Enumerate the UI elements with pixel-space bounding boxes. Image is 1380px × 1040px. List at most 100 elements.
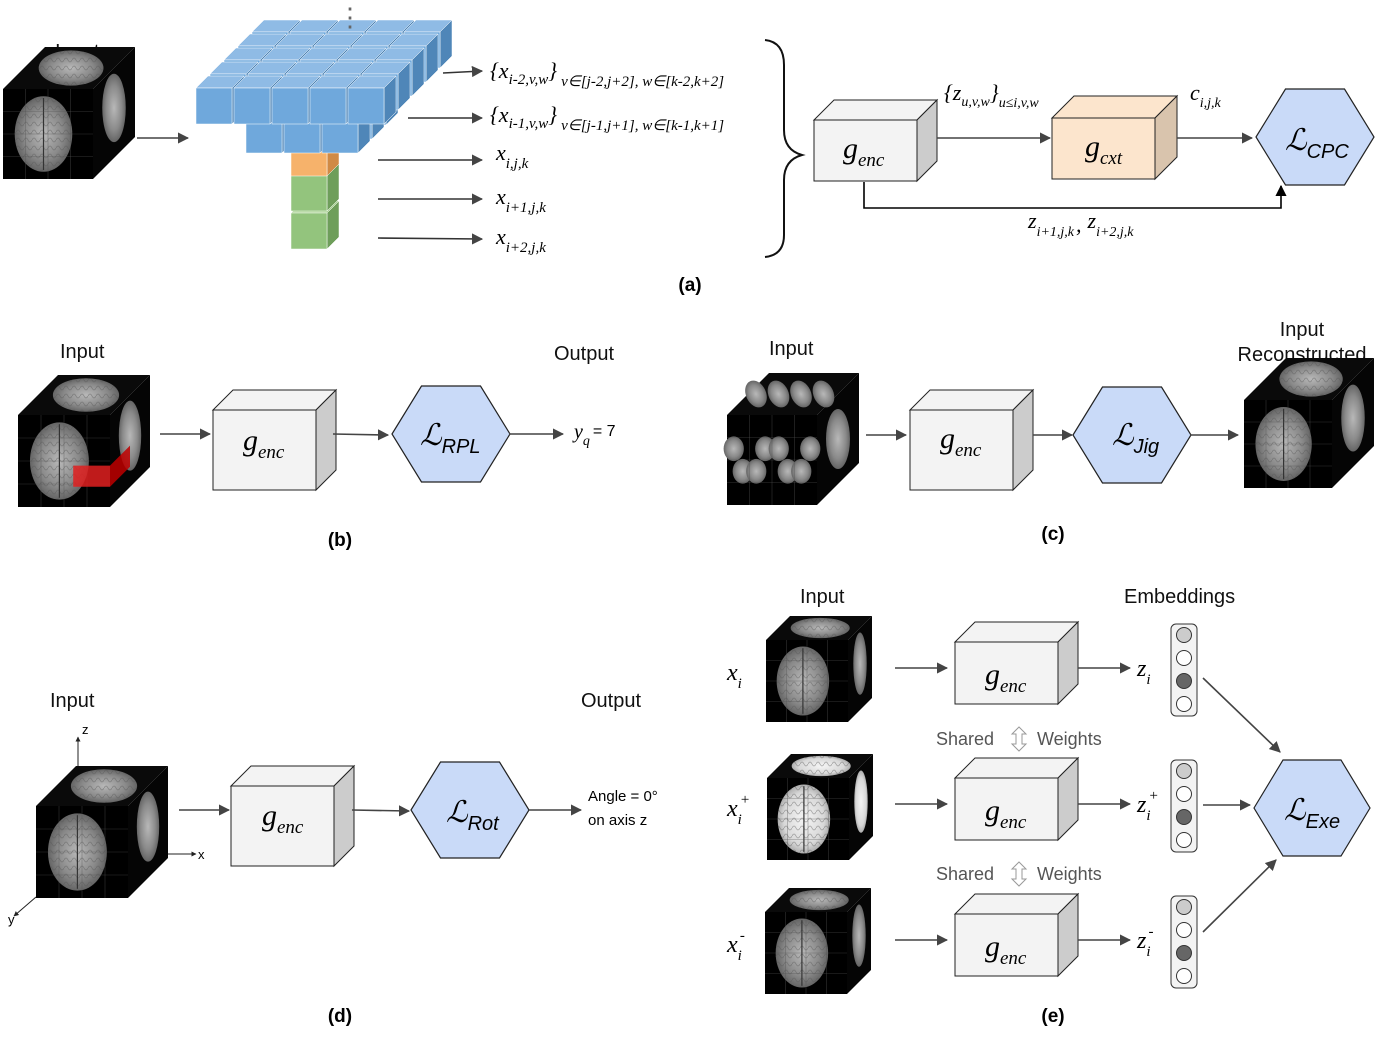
brain-texture — [1279, 361, 1343, 397]
brain-fragment — [745, 380, 767, 408]
encoder-label: genc — [262, 799, 304, 838]
brain-texture — [791, 755, 851, 777]
panel-b: Input Output genc ℒRPL yq= 7 (b) — [18, 341, 616, 551]
brain-texture — [789, 889, 849, 911]
loss-jig-label: ℒJig — [1112, 419, 1159, 458]
arrow — [1202, 677, 1281, 753]
panel-a: Input ⋮ {xi-2,v,w}v∈[j-2,j+2], w∈[k-2,k+… — [3, 2, 1375, 296]
c-label: ci,j,k — [1190, 80, 1222, 111]
input-sample-label: xi — [726, 660, 742, 692]
query-patch-front — [73, 465, 110, 487]
row-label-i: xi,j,k — [495, 140, 529, 172]
brain-texture — [38, 50, 104, 86]
embedding-vector — [1170, 623, 1198, 717]
reconstructed-brain-cube — [1244, 358, 1374, 488]
encoder-block — [953, 756, 1080, 842]
panel-c-input-label: Input — [769, 338, 814, 360]
encoder-block — [812, 98, 939, 183]
panel-e-caption: (e) — [1041, 1006, 1064, 1027]
brain-fragment — [767, 380, 790, 408]
encoder-label: genc — [985, 794, 1027, 833]
panel-b-input-label: Input — [60, 341, 105, 363]
embedding-node — [1176, 968, 1192, 984]
embedding-node — [1176, 786, 1192, 802]
patch-front — [290, 212, 328, 250]
rotation-output-line-2: on axis z — [588, 812, 647, 829]
arrow — [332, 429, 390, 441]
brain-side-view — [136, 791, 160, 862]
loss-hexagon-cpc — [1255, 88, 1375, 186]
target-arrow — [863, 182, 1287, 209]
negative-brain-cube — [765, 888, 871, 994]
exemplar-row: xi genc zi — [726, 616, 1198, 722]
brain-cube — [3, 47, 135, 179]
rpl-output: yq= 7 — [572, 421, 616, 449]
brain-fragment — [768, 436, 789, 462]
panel-b-caption: (b) — [328, 530, 352, 551]
patch-front — [195, 87, 233, 125]
brain-fragment — [800, 436, 821, 462]
embedding-node — [1176, 650, 1192, 666]
embedding-node — [1176, 627, 1192, 643]
brain-side-view — [852, 904, 866, 967]
loss-hexagon-rpl — [391, 385, 511, 483]
encoder-label: genc — [985, 658, 1027, 697]
brain-side-view — [1341, 384, 1365, 452]
patch-front — [290, 174, 328, 212]
brain-fragment — [723, 436, 744, 462]
box-top — [953, 757, 1080, 779]
panel-d: Input Output z x y genc ℒRot Angle = 0° … — [8, 690, 658, 1027]
box-front — [212, 409, 317, 491]
embedding-node — [1176, 945, 1192, 961]
embedding-node — [1176, 809, 1192, 825]
rotation-output-line-1: Angle = 0° — [588, 788, 658, 805]
brain-side-view — [854, 770, 868, 833]
loss-hexagon-rot — [410, 761, 530, 859]
row-label-i-1: {xi-1,v,w}v∈[j-1,j+1], w∈[k-1,k+1] — [490, 102, 724, 134]
anchor-brain-cube — [766, 616, 872, 722]
patch-front — [271, 87, 309, 125]
patch-front — [309, 87, 347, 125]
row-label-i+2: xi+2,j,k — [495, 224, 546, 256]
context-block — [1050, 94, 1179, 181]
brace — [764, 39, 806, 258]
ellipsis-icon: ⋮ — [337, 2, 363, 32]
context-label: gcxt — [1085, 130, 1123, 169]
loss-rot-label: ℒRot — [446, 796, 500, 835]
panel-c: Input Input Reconstructed genc ℒJig (c) — [723, 319, 1374, 545]
panel-b-output-label: Output — [554, 343, 614, 365]
brain-fragment — [790, 380, 812, 408]
y-axis-label: y — [8, 912, 15, 927]
embedding-node — [1176, 832, 1192, 848]
encoder-label: genc — [985, 930, 1027, 969]
encoder-label: genc — [843, 132, 885, 171]
loss-cpc-label: ℒCPC — [1285, 124, 1349, 163]
embedding-label: zi — [1136, 656, 1151, 688]
panel-a-caption: (a) — [678, 275, 701, 296]
embedding-node — [1176, 922, 1192, 938]
hexagon — [410, 761, 530, 859]
hexagon — [1255, 88, 1375, 186]
box-top — [953, 621, 1080, 643]
brain-texture — [52, 378, 120, 412]
brain-fragment — [812, 380, 835, 408]
z-axis-label: z — [82, 722, 89, 737]
brain-side-view — [853, 632, 867, 695]
brain-side-view — [102, 73, 126, 143]
embedding-frame — [1170, 623, 1198, 717]
panel-d-input-label: Input — [50, 690, 95, 712]
arrow — [377, 233, 484, 245]
brain-cube — [36, 766, 168, 898]
box-front — [1051, 117, 1156, 180]
loss-rpl-label: ℒRPL — [420, 419, 481, 458]
encoder-block — [908, 388, 1035, 492]
box-top — [812, 99, 939, 121]
input-sample-label: xi- — [726, 928, 745, 964]
brain-texture — [790, 617, 850, 639]
box-front — [813, 119, 918, 182]
panel-e-embeddings-label: Embeddings — [1124, 586, 1235, 608]
loss-hexagon-exe — [1253, 759, 1371, 857]
